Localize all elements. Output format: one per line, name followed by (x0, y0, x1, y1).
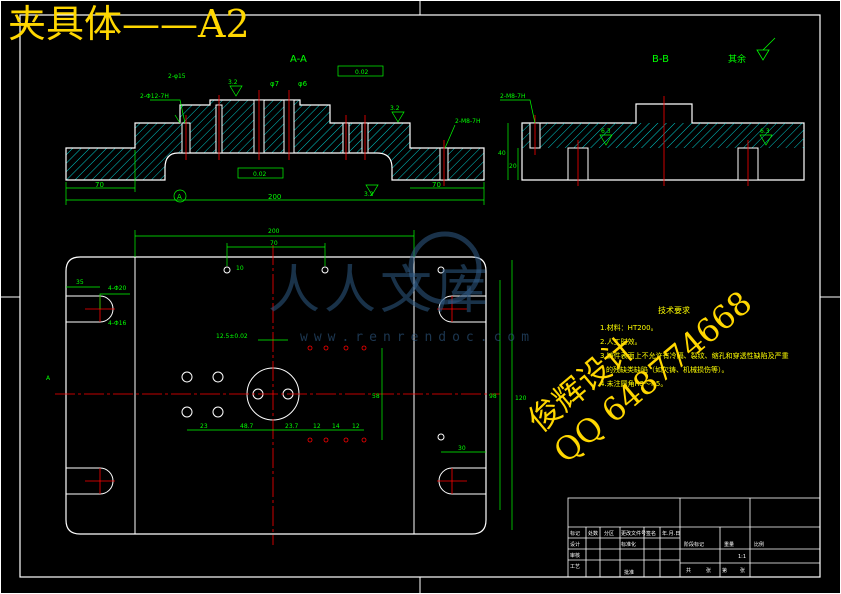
tb-weight: 重量 (724, 541, 734, 548)
tb-r1-c4: 更改文件号 (621, 530, 646, 537)
plan-dim-top: 200 (268, 228, 280, 235)
tb-r3-c1: 审核 (570, 552, 580, 559)
plan-dim-23: 23 (200, 423, 208, 430)
plan-slot-note: 4-Φ16 (108, 320, 127, 327)
aa-dia6: φ6 (298, 80, 308, 88)
tb-sheet-1: 共 (686, 567, 691, 574)
plan-dim-30: 30 (458, 445, 466, 452)
tech-req-item-1: 1.材料：HT200。 (600, 323, 658, 332)
plan-dim-10: 10 (236, 265, 244, 272)
plan-outline (65, 256, 487, 535)
tech-req-item-4: 的残缺类缺陷（如欠铸、机械损伤等）。 (606, 365, 729, 374)
tb-r2-c1: 设计 (570, 541, 580, 548)
plan-dim-right-v: 120 (515, 395, 527, 402)
watermark-brand: 人人文库 (268, 261, 493, 321)
plan-dim-14: 14 (332, 423, 340, 430)
plan-dim-70: 70 (270, 240, 278, 247)
watermark-logo-icon (408, 231, 482, 305)
bb-dim-h: 40 (498, 150, 506, 157)
aa-rough-3: 3.2 (364, 191, 374, 198)
section-aa-title: A-A (290, 54, 307, 65)
tb-r1-c3: 分区 (604, 530, 614, 537)
tb-r2-c4: 标准化 (621, 541, 636, 548)
title-block (567, 497, 821, 578)
tb-sheet-3: 第 (722, 567, 727, 574)
tech-req-title: 技术要求 (658, 305, 690, 315)
tb-sheet-4: 张 (740, 567, 745, 574)
tb-sheet-2: 张 (706, 567, 711, 574)
aa-dia7: φ7 (270, 80, 279, 88)
plan-pos-tol: 12.5±0.02 (216, 333, 248, 340)
section-aa-body (65, 99, 485, 181)
plan-dim-35: 35 (76, 279, 84, 286)
tech-req-item-2: 2.人工时效。 (600, 337, 642, 346)
bb-dim-h2: 20 (509, 163, 517, 170)
tb-r4-c4: 批准 (624, 569, 634, 576)
plan-hole-left: 4-Φ20 (108, 285, 127, 292)
plan-dim-right-v2: 98 (489, 393, 497, 400)
aa-hole-left: 2-Φ12-7H (140, 93, 169, 100)
aa-dim-left: 70 (95, 181, 104, 189)
surface-note: 其余 (728, 53, 746, 65)
aa-parallel: 0.02 (253, 171, 267, 178)
aa-flatness: 0.02 (355, 69, 369, 76)
tb-r4-c1: 工艺 (570, 564, 580, 570)
tb-r1-c5: 签名 (646, 530, 656, 537)
plan-view (55, 230, 513, 545)
tb-r1-c2: 处数 (588, 530, 598, 537)
aa-rough-1: 3.2 (228, 79, 238, 86)
plan-section-mark: A (46, 375, 51, 382)
plan-dim-58: 58 (372, 393, 380, 400)
tech-requirements: 技术要求 1.材料：HT200。 2.人工时效。 3.铸件表面上不允许有冷隔、裂… (600, 305, 789, 388)
aa-dim-right: 70 (432, 181, 441, 189)
tech-req-item-3: 3.铸件表面上不允许有冷隔、裂纹、缩孔和穿透性缺陷及严重 (600, 351, 789, 360)
tb-scale-label: 比例 (754, 541, 764, 548)
plan-dim-23-7: 23.7 (285, 423, 299, 430)
tech-req-item-5: 4.未注圆角R3～R5。 (600, 379, 667, 388)
plan-dim-12b: 12 (352, 423, 360, 430)
aa-dim-overall: 200 (268, 193, 281, 201)
aa-datum: A (177, 193, 182, 201)
tb-scale: 1:1 (738, 554, 746, 560)
tb-stage: 阶段标记 (684, 541, 704, 548)
page-title: 夹具体——A2 (8, 2, 250, 46)
plan-dim-48-7: 48.7 (240, 423, 254, 430)
aa-hole-top: 2-φ15 (168, 73, 186, 80)
rough-symbol-icon (756, 37, 776, 61)
bb-hole: 2-M8-7H (500, 93, 525, 100)
section-aa: A-A (65, 54, 485, 205)
section-bb: B-B 其余 2-M8-7H 6.3 6.3 40 20 (498, 37, 805, 186)
aa-hole-right: 2-M8-7H (455, 118, 480, 125)
bb-rough-2: 6.3 (760, 128, 770, 135)
bb-rough-1: 6.3 (601, 128, 611, 135)
tb-r1-c1: 标记 (570, 530, 580, 537)
watermark-url: www.renrendoc.com (300, 330, 536, 345)
plan-dim-12a: 12 (313, 423, 321, 430)
aa-rough-2: 3.2 (390, 105, 400, 112)
section-bb-title: B-B (652, 54, 669, 65)
tb-r1-c6: 年.月.日 (662, 530, 680, 537)
